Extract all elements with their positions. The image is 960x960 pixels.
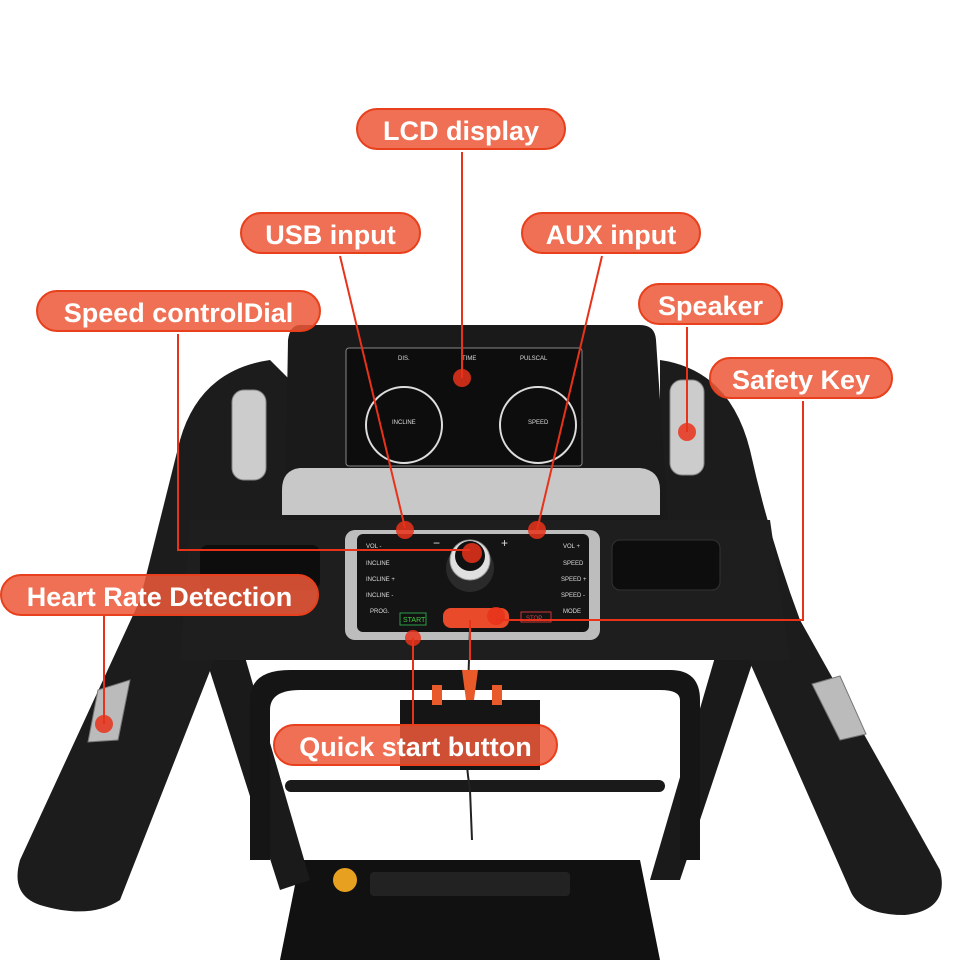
leader-safety-key <box>496 401 804 621</box>
button-incline-minus[interactable]: INCLINE - <box>366 593 393 599</box>
button-speed-minus[interactable]: SPEED - <box>561 593 585 599</box>
marker-speaker <box>678 423 696 441</box>
marker-safety-key <box>487 607 505 625</box>
right-button-column: VOL + SPEED SPEED + SPEED - MODE <box>561 544 587 615</box>
cable-connector <box>432 685 442 705</box>
callout-safety-key: Safety Key <box>709 357 893 399</box>
speed-gauge-ring <box>499 386 577 464</box>
lcd-screen <box>345 347 583 467</box>
brand-logo <box>333 868 357 892</box>
button-speed-plus[interactable]: SPEED + <box>561 577 587 583</box>
leader-aux <box>536 255 603 531</box>
left-handrail <box>17 360 290 912</box>
motor-cover-vent <box>370 872 570 896</box>
marker-usb <box>396 521 414 539</box>
left-button-column: VOL - INCLINE INCLINE + INCLINE - PROG. <box>366 544 395 615</box>
cross-bar <box>285 780 665 792</box>
safety-key-clip <box>462 670 478 700</box>
silver-tray <box>282 468 660 515</box>
dial-plus-label: + <box>501 536 508 550</box>
button-vol-plus[interactable]: VOL + <box>563 544 580 550</box>
marker-quick-start <box>405 630 421 646</box>
lcd-label-pulscal: PULSCAL <box>520 356 548 362</box>
dial-minus-label: − <box>433 536 440 550</box>
callout-usb-input: USB input <box>240 212 421 254</box>
button-mode[interactable]: MODE <box>563 609 581 615</box>
left-grip-sensor <box>231 389 267 481</box>
button-incline-plus[interactable]: INCLINE + <box>366 577 395 583</box>
marker-heart-rate <box>95 715 113 733</box>
button-speed[interactable]: SPEED <box>563 561 584 567</box>
lcd-label-time: TIME <box>462 356 476 362</box>
callout-quick-start-button: Quick start button <box>273 724 558 766</box>
start-button-label: START <box>403 617 426 624</box>
right-upright <box>650 640 760 880</box>
leader-usb <box>339 255 406 529</box>
callout-heart-rate-detection: Heart Rate Detection <box>0 574 319 616</box>
button-vol-minus[interactable]: VOL - <box>366 544 381 550</box>
marker-lcd <box>453 369 471 387</box>
right-handrail <box>660 360 942 915</box>
leader-speed-dial <box>177 334 470 551</box>
marker-speed-dial <box>462 543 482 563</box>
button-prog[interactable]: PROG. <box>370 609 390 615</box>
stop-button[interactable] <box>520 611 552 623</box>
button-incline[interactable]: INCLINE <box>366 561 390 567</box>
marker-dots <box>95 369 696 733</box>
right-cup-holder <box>611 539 721 591</box>
leader-lines <box>103 152 804 724</box>
callout-speed-control-dial: Speed controlDial <box>36 290 321 332</box>
cable-connector <box>492 685 502 705</box>
marker-aux <box>528 521 546 539</box>
inner-frame <box>250 670 700 860</box>
heart-rate-sensor-right <box>811 675 867 741</box>
callout-aux-input: AUX input <box>521 212 701 254</box>
incline-gauge-label: INCLINE <box>392 420 416 426</box>
lcd-label-dis: DIS. <box>398 356 410 362</box>
speed-gauge-label: SPEED <box>528 420 549 426</box>
incline-gauge-ring <box>365 386 443 464</box>
callout-lcd-display: LCD display <box>356 108 566 150</box>
callout-speaker: Speaker <box>638 283 783 325</box>
start-button[interactable] <box>399 612 427 626</box>
